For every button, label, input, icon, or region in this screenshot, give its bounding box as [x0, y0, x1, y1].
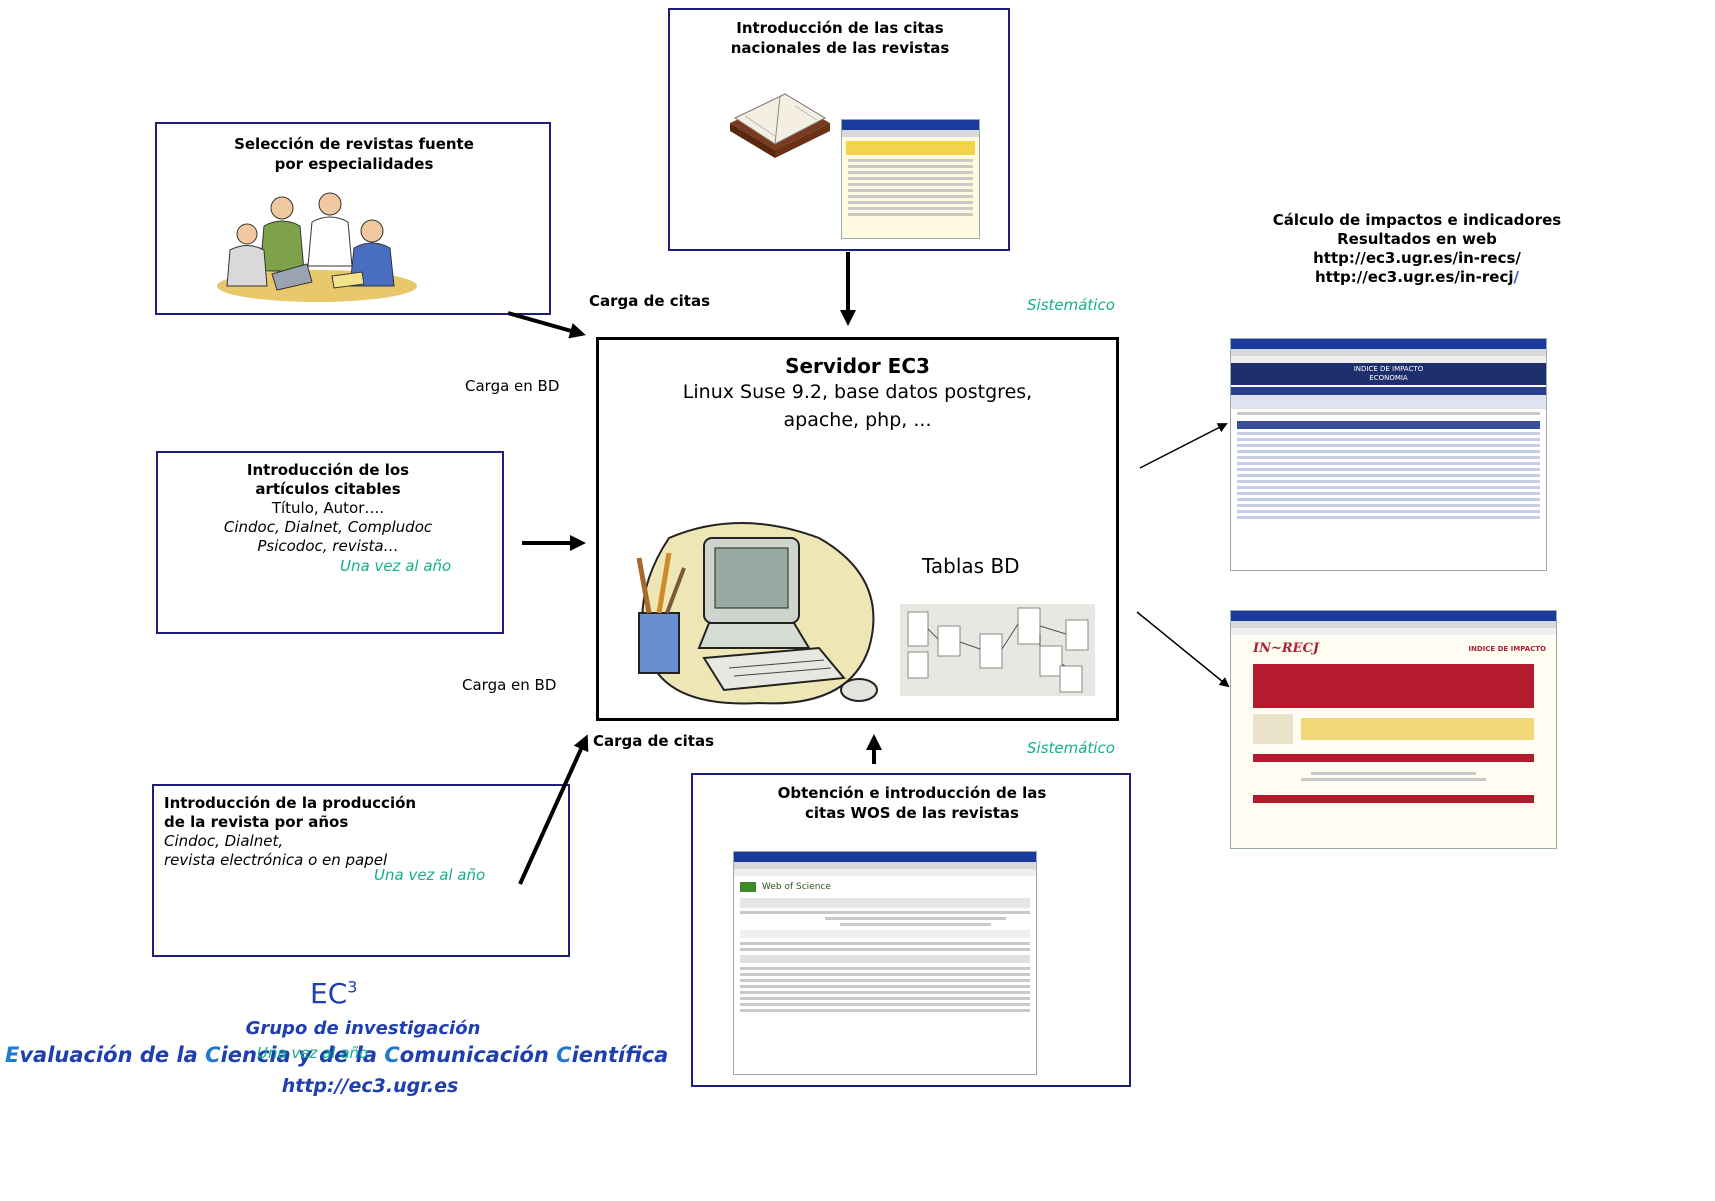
box-title-line1: Obtención e introducción de las: [777, 784, 1047, 802]
group-initial-c3: C: [556, 1043, 572, 1067]
in-recj-logo: IN~RECJ: [1253, 641, 1320, 656]
frequency-label: Una vez al año: [374, 866, 486, 884]
computer-icon: [636, 522, 878, 705]
in-recs-screenshot: INDICE DE IMPACTO ECONOMIA: [1230, 338, 1547, 571]
box-sources-text: Cindoc, Dialnet, Compludoc: [223, 518, 433, 536]
results-line2: Resultados en web: [1337, 230, 1497, 248]
carga-bd-label-1: Carga en BD: [465, 377, 560, 395]
in-recj-title: INDICE DE IMPACTO: [1468, 644, 1546, 653]
wos-title: Web of Science: [762, 882, 831, 892]
box-title-line1: Selección de revistas fuente: [234, 135, 474, 153]
box-title-line1: Introducción de los: [246, 461, 410, 479]
group-url[interactable]: http://ec3.ugr.es: [281, 1075, 459, 1097]
in-recj-screenshot: IN~RECJ INDICE DE IMPACTO: [1230, 610, 1557, 849]
wos-screenshot: Web of Science: [733, 851, 1037, 1075]
ec3-logo-sup: 3: [347, 977, 358, 997]
ec3-logo: EC3: [310, 977, 357, 1010]
group-name-part3: omunicación: [399, 1043, 557, 1067]
group-initial-c2: C: [384, 1043, 400, 1067]
db-schema-thumbnail: [900, 604, 1095, 696]
box-title-line2: por especialidades: [274, 155, 434, 173]
book-icon: [730, 93, 830, 158]
group-initial-e: E: [5, 1043, 20, 1067]
group-label: Grupo de investigación: [245, 1018, 481, 1039]
box-articulos-citables: Introducción de los artículos citables T…: [156, 451, 504, 634]
carga-citas-label-top: Carga de citas: [589, 292, 710, 310]
box-seleccion-revistas: Selección de revistas fuente por especia…: [155, 122, 551, 315]
url-slash: /: [1513, 268, 1519, 286]
box-title-line2: artículos citables: [255, 480, 401, 498]
group-initial-c1: C: [205, 1043, 221, 1067]
box-title-line2: nacionales de las revistas: [730, 39, 950, 57]
server-stack-line2: apache, php, ...: [783, 409, 932, 431]
sistematico-label-top: Sistemático: [1027, 296, 1115, 314]
box-citas-nacionales: Introducción de las citas nacionales de …: [668, 8, 1010, 251]
box-title-line1: Introducción de las citas: [736, 19, 944, 37]
group-name-part2: iencia y de la: [220, 1043, 385, 1067]
server-ec3-box: Servidor EC3 Linux Suse 9.2, base datos …: [596, 337, 1119, 721]
in-recs-url[interactable]: http://ec3.ugr.es/in-recs/: [1313, 249, 1521, 267]
box-fields-text: Título, Autor….: [271, 499, 385, 517]
box-title-line2: citas WOS de las revistas: [805, 804, 1019, 822]
sistematico-label-bottom: Sistemático: [1027, 739, 1115, 757]
group-name: Evaluación de la Ciencia y de la Comunic…: [5, 1043, 668, 1067]
in-recj-url[interactable]: http://ec3.ugr.es/in-recj: [1315, 268, 1514, 286]
carga-citas-label-bottom: Carga de citas: [593, 732, 714, 750]
box-sources-text-2: revista electrónica o en papel: [164, 851, 388, 869]
people-meeting-icon: [217, 192, 417, 302]
box-citas-wos: Obtención e introducción de las citas WO…: [691, 773, 1131, 1087]
server-title: Servidor EC3: [785, 354, 930, 378]
ec3-logo-text: EC: [310, 977, 348, 1010]
server-stack-line1: Linux Suse 9.2, base datos postgres,: [682, 381, 1033, 403]
results-line1: Cálculo de impactos e indicadores: [1272, 211, 1562, 229]
journal-screenshot: [841, 119, 980, 239]
box-sources-text-2: Psicodoc, revista…: [257, 537, 399, 555]
tables-label: Tablas BD: [922, 554, 1020, 578]
in-recs-subtitle: ECONOMIA: [1369, 374, 1408, 382]
frequency-label: Una vez al año: [340, 557, 452, 575]
results-block: Cálculo de impactos e indicadores Result…: [1262, 211, 1572, 287]
box-title-line2: de la revista por años: [164, 813, 349, 831]
group-name-part4: ientífica: [571, 1043, 669, 1067]
carga-bd-label-2: Carga en BD: [462, 676, 557, 694]
box-sources-text: Cindoc, Dialnet,: [164, 832, 284, 850]
box-produccion-revista: Introducción de la producción de la revi…: [152, 784, 570, 957]
in-recs-title: INDICE DE IMPACTO: [1353, 365, 1424, 373]
overlap-frequency-label: Una vez al año: [257, 1044, 369, 1062]
box-title-line1: Introducción de la producción: [164, 794, 417, 812]
group-name-part1: valuación de la: [19, 1043, 206, 1067]
